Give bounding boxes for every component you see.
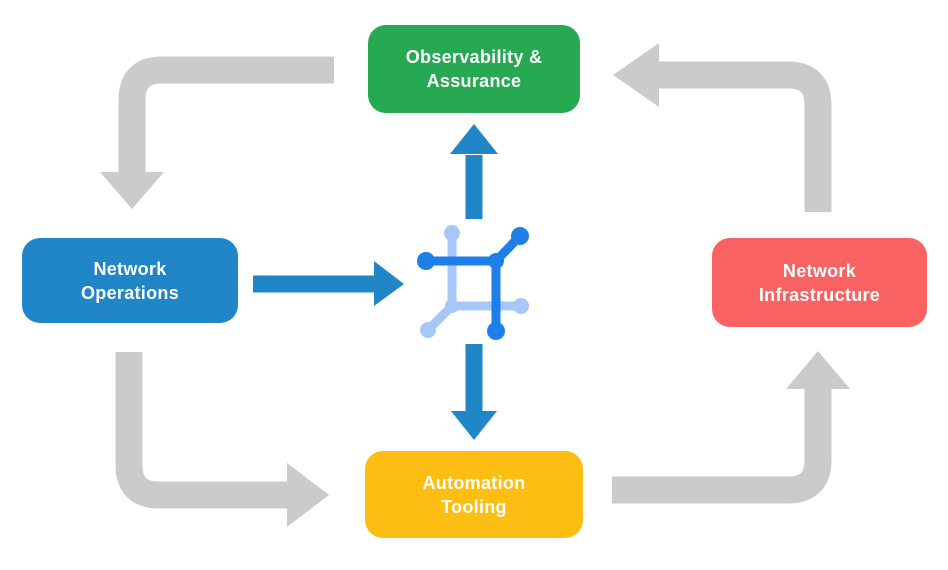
- node-label-line: Assurance: [426, 71, 522, 91]
- node-observability-assurance: Observability & Assurance: [368, 25, 580, 113]
- cycle-arrows: [100, 43, 850, 527]
- node-label-line: Observability &: [405, 47, 543, 67]
- arrow-icon-to-tooling: [451, 344, 497, 440]
- node-label: Network Operations: [81, 257, 179, 305]
- icon-secondary-parts: [420, 225, 529, 338]
- node-label-line: Network: [782, 260, 857, 281]
- arrow-tooling-to-infrastructure: [612, 351, 850, 504]
- flow-arrows: [253, 124, 498, 440]
- arrow-observability-to-operations: [100, 56, 334, 209]
- node-label-line: Automation: [422, 472, 526, 493]
- node-label-line: Infrastructure: [758, 284, 881, 305]
- node-label: Automation Tooling: [423, 471, 526, 519]
- arrow-icon-to-observability: [450, 124, 498, 219]
- node-automation-tooling: Automation Tooling: [365, 451, 583, 538]
- node-label: Network Infrastructure: [759, 259, 880, 307]
- arrow-operations-to-tooling: [115, 352, 329, 527]
- node-label-line: Network: [93, 258, 167, 279]
- arrow-infrastructure-to-observability: [613, 43, 832, 212]
- node-network-infrastructure: Network Infrastructure: [712, 238, 927, 327]
- network-automation-icon: [417, 225, 529, 340]
- node-label-line: Operations: [80, 282, 180, 303]
- icon-primary-parts: [417, 227, 529, 340]
- arrow-operations-to-icon: [253, 261, 404, 306]
- node-label-line: Tooling: [441, 496, 507, 517]
- node-label: Observability & Assurance: [406, 45, 543, 93]
- node-network-operations: Network Operations: [22, 238, 238, 323]
